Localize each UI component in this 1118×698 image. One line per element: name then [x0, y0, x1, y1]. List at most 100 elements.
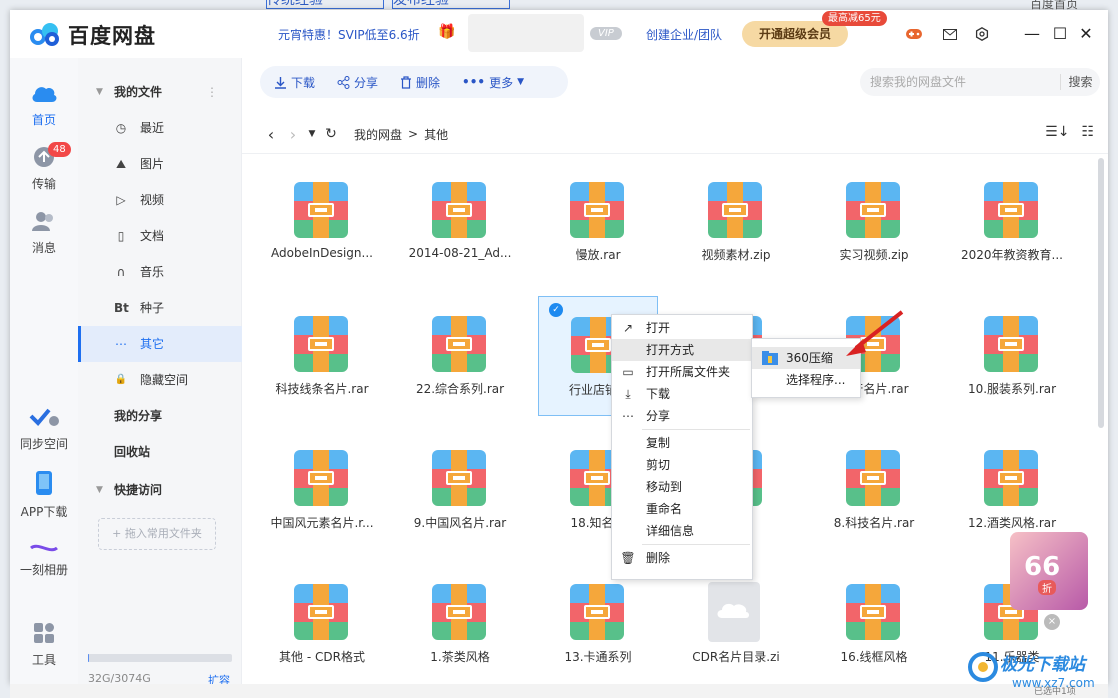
- site-watermark: 极光下载站 www.xz7.com: [962, 648, 1118, 698]
- trash-icon: [401, 75, 412, 89]
- submenu-choose-program[interactable]: 选择程序...: [752, 369, 860, 391]
- file-item[interactable]: 实习视频.zip: [814, 162, 934, 282]
- file-item[interactable]: 10.服装系列.rar: [952, 296, 1072, 416]
- app-name: 百度网盘: [68, 24, 156, 48]
- file-item[interactable]: 1.茶类风格: [400, 564, 520, 684]
- nav-messages-label: 消息: [31, 241, 56, 255]
- gamepad-icon[interactable]: [904, 24, 924, 44]
- nav-app-download[interactable]: APP下载: [10, 470, 78, 520]
- file-item[interactable]: 8.科技名片.rar: [814, 430, 934, 550]
- sort-icon[interactable]: ☰↓: [1045, 124, 1070, 140]
- menu-separator: [642, 429, 750, 430]
- collapse-caret-icon[interactable]: ▼: [96, 87, 103, 97]
- my-share-item[interactable]: 我的分享: [78, 398, 242, 434]
- search-button[interactable]: 搜索: [1060, 74, 1100, 90]
- archive-file-icon: [984, 182, 1038, 238]
- submenu-360zip[interactable]: 360压缩: [752, 347, 860, 369]
- settings-gear-icon[interactable]: [972, 24, 992, 44]
- menu-share[interactable]: ⋯分享: [612, 405, 752, 427]
- breadcrumb-root[interactable]: 我的网盘: [354, 127, 403, 142]
- add-favorite-folder-dropzone[interactable]: + 拖入常用文件夹: [98, 518, 216, 550]
- storage-usage-bar: [88, 654, 232, 662]
- file-item[interactable]: 科技线条名片.rar: [262, 296, 382, 416]
- more-dots-icon[interactable]: ⋮: [206, 85, 218, 99]
- sidebar-item-docs[interactable]: ▯文档: [78, 218, 242, 254]
- sidebar-item-label: 种子: [140, 301, 165, 315]
- menu-open-folder[interactable]: ▭打开所属文件夹: [612, 361, 752, 383]
- discount-float-widget[interactable]: 66 折: [1010, 532, 1088, 610]
- menu-rename[interactable]: 重命名: [612, 498, 752, 520]
- nav-sync-space[interactable]: 同步空间: [10, 406, 78, 452]
- nav-transfer[interactable]: 48 传输: [10, 142, 78, 192]
- menu-details[interactable]: 详细信息: [612, 520, 752, 542]
- menu-cut[interactable]: 剪切: [612, 454, 752, 476]
- nav-messages[interactable]: 消息: [10, 210, 78, 256]
- selected-check-icon[interactable]: ✓: [549, 303, 563, 317]
- collapse-caret-icon[interactable]: ▼: [96, 485, 103, 495]
- file-item[interactable]: 2020年教资教育...: [952, 162, 1072, 282]
- my-files-header[interactable]: ▼ 我的文件 ⋮: [78, 74, 242, 110]
- nav-album[interactable]: 一刻相册: [10, 542, 78, 578]
- app-logo[interactable]: 百度网盘: [28, 20, 156, 50]
- storage-usage-fill: [88, 654, 90, 662]
- maximize-button[interactable]: ☐: [1052, 24, 1068, 43]
- file-item[interactable]: 视频素材.zip: [676, 162, 796, 282]
- menu-open-with[interactable]: 打开方式: [612, 339, 752, 361]
- create-team-link[interactable]: 创建企业/团队: [646, 28, 723, 42]
- recycle-bin-item[interactable]: 回收站: [78, 434, 242, 470]
- forward-arrow-icon[interactable]: ›: [289, 124, 297, 144]
- sidebar-item-music[interactable]: ∩音乐: [78, 254, 242, 290]
- menu-delete[interactable]: 🗑删除: [612, 547, 752, 569]
- file-item[interactable]: 22.综合系列.rar: [400, 296, 520, 416]
- delete-button[interactable]: 删除: [400, 74, 440, 91]
- search-input[interactable]: 搜索我的网盘文件 搜索: [860, 68, 1100, 96]
- file-item[interactable]: 中国风元素名片.r...: [262, 430, 382, 550]
- promo-link[interactable]: 元宵特惠！SVIP低至6.6折: [278, 28, 420, 42]
- more-button[interactable]: ••• 更多 ▼: [462, 74, 524, 91]
- menu-copy[interactable]: 复制: [612, 432, 752, 454]
- sidebar-item-images[interactable]: ⛰图片: [78, 146, 242, 182]
- download-button[interactable]: 下载: [274, 74, 315, 91]
- sidebar-item-video[interactable]: ▷视频: [78, 182, 242, 218]
- file-item[interactable]: 18.知名企: [538, 430, 658, 550]
- list-view-icon[interactable]: ☷: [1081, 124, 1094, 140]
- close-float-icon[interactable]: ×: [1044, 614, 1060, 630]
- file-name: 慢放.rar: [575, 248, 621, 262]
- archive-file-icon: [570, 450, 624, 506]
- user-avatar-area[interactable]: [468, 14, 584, 52]
- refresh-icon[interactable]: ↻: [325, 126, 337, 142]
- sidebar-item-hidden-space[interactable]: 🔒隐藏空间: [78, 362, 242, 398]
- file-item[interactable]: 9.中国风名片.rar: [400, 430, 520, 550]
- nav-tools[interactable]: 工具: [10, 622, 78, 668]
- expand-storage-link[interactable]: 扩容: [208, 674, 230, 684]
- file-item[interactable]: 其他 - CDR格式: [262, 564, 382, 684]
- file-item[interactable]: 慢放.rar: [538, 162, 658, 282]
- back-arrow-icon[interactable]: ‹: [267, 124, 275, 144]
- menu-move[interactable]: 移动到: [612, 476, 752, 498]
- sidebar-item-other[interactable]: ⋯其它: [78, 326, 242, 362]
- share-button[interactable]: 分享: [337, 74, 378, 91]
- menu-download[interactable]: ⤓下载: [612, 383, 752, 405]
- menu-share-label: 分享: [646, 409, 671, 423]
- sidebar-item-recent[interactable]: ◷最近: [78, 110, 242, 146]
- file-item[interactable]: AdobeInDesign...: [262, 162, 382, 282]
- nav-home[interactable]: 首页: [10, 82, 78, 128]
- scrollbar[interactable]: [1098, 158, 1104, 428]
- history-dropdown-icon[interactable]: ▼: [308, 129, 316, 139]
- file-item[interactable]: 12.酒类风格.rar: [952, 430, 1072, 550]
- file-item[interactable]: 16.线框风格: [814, 564, 934, 684]
- quick-access-header[interactable]: ▼ 快捷访问: [78, 472, 242, 508]
- close-button[interactable]: ✕: [1079, 24, 1093, 43]
- mail-icon[interactable]: [940, 24, 960, 44]
- nav-sync-label: 同步空间: [19, 437, 68, 451]
- file-item[interactable]: 13.卡通系列: [538, 564, 658, 684]
- open-svip-button[interactable]: 开通超级会员: [742, 21, 848, 47]
- minimize-button[interactable]: —: [1024, 24, 1040, 43]
- phone-icon: [36, 471, 52, 495]
- menu-details-label: 详细信息: [646, 524, 695, 538]
- gift-icon[interactable]: 🎁: [438, 24, 456, 40]
- menu-open[interactable]: ↗打开: [612, 317, 752, 339]
- file-item[interactable]: 2014-08-21_Ad...: [400, 162, 520, 282]
- file-item[interactable]: CDR名片目录.zi: [676, 564, 796, 684]
